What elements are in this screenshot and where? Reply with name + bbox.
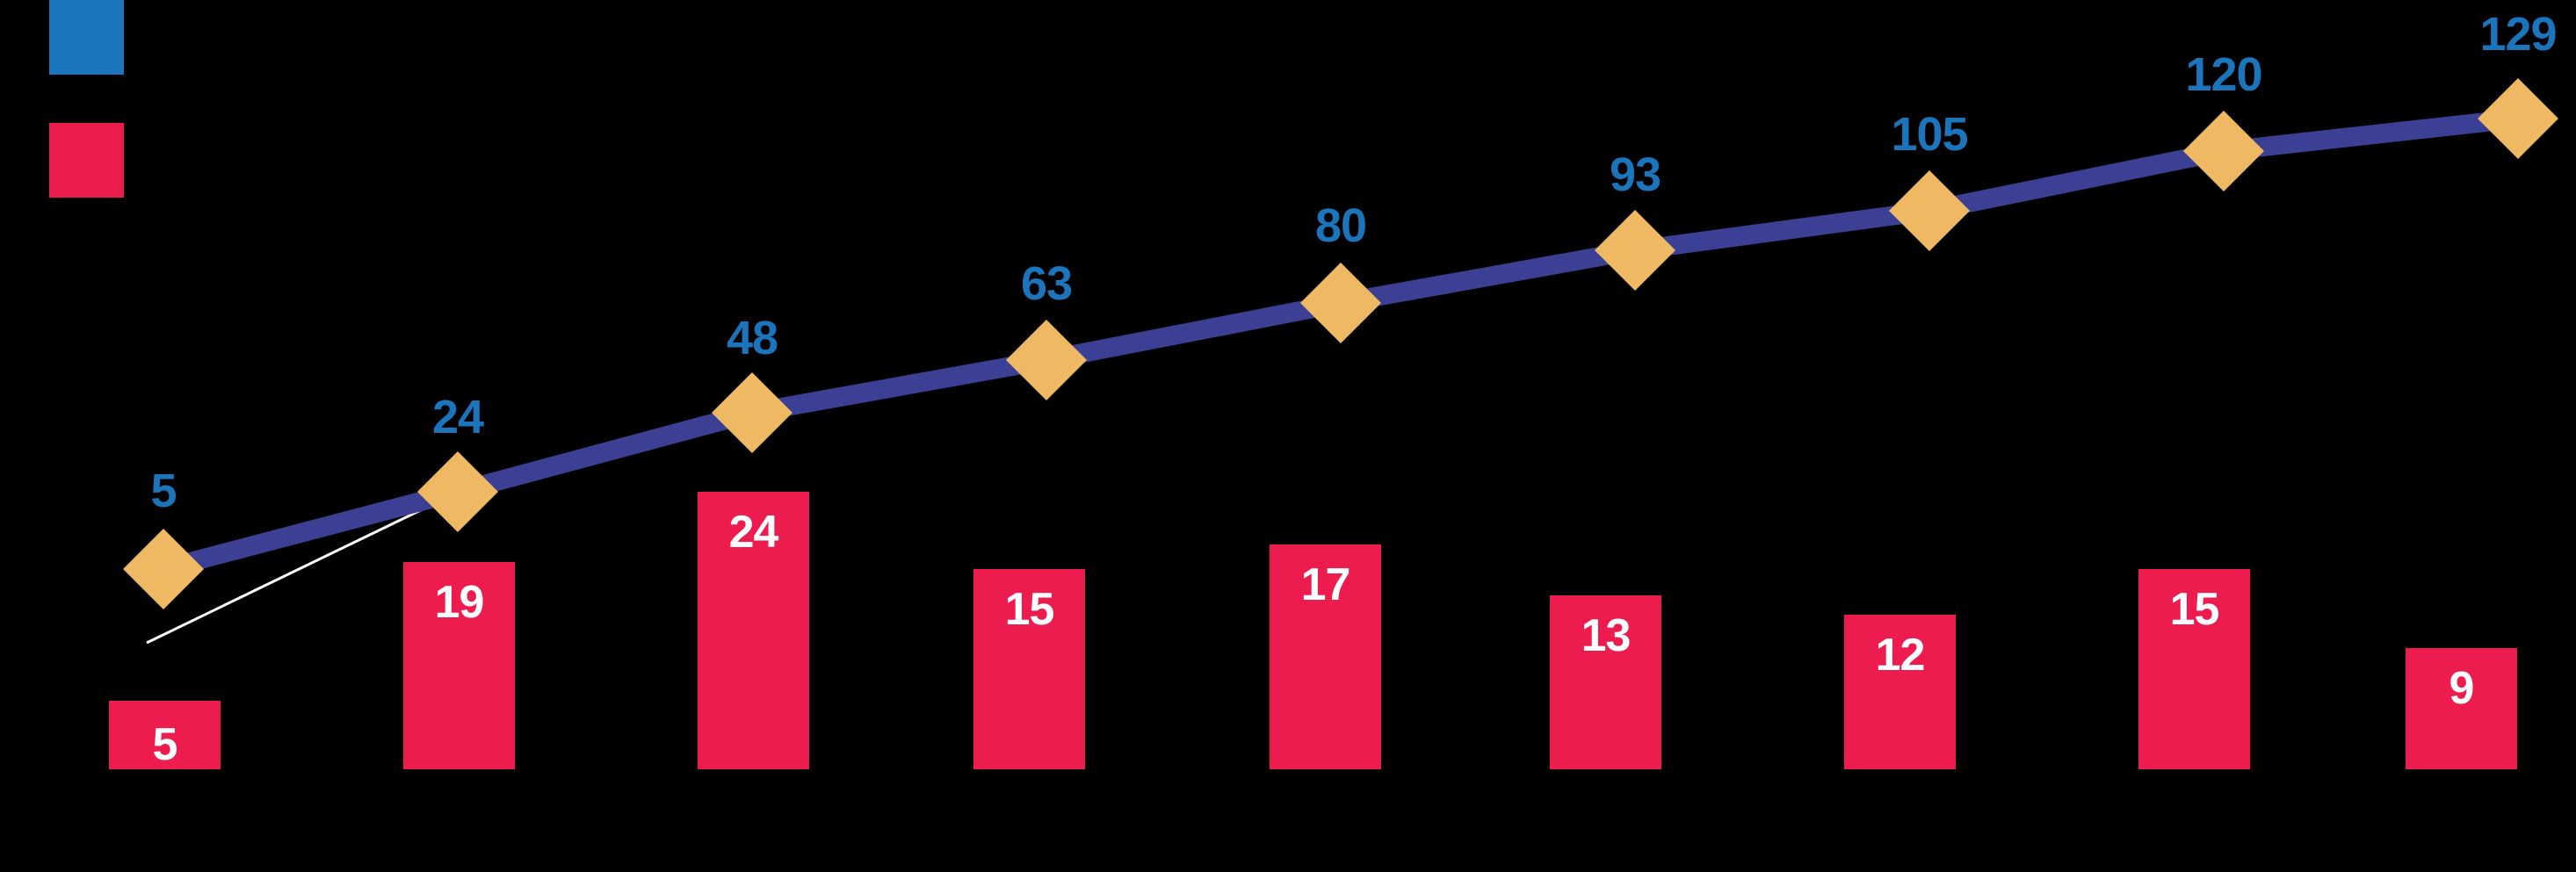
bar-value-label: 24: [728, 507, 779, 558]
bar-value-label: 12: [1875, 630, 1926, 681]
bar[interactable]: [1270, 544, 1381, 769]
line-marker-diamond[interactable]: [1889, 170, 1970, 251]
bar-series-group: [109, 492, 2517, 769]
leader-line: [146, 490, 459, 645]
bar[interactable]: [698, 492, 809, 769]
bar-value-label: 15: [2169, 584, 2220, 635]
bar[interactable]: [1550, 595, 1661, 769]
bar-value-label: 13: [1581, 610, 1632, 661]
line-value-label: 63: [1020, 257, 1073, 310]
line-marker-diamond[interactable]: [712, 372, 792, 453]
line-marker-diamond[interactable]: [2478, 78, 2558, 159]
legend-swatch-line-series[interactable]: [49, 0, 124, 75]
legend-swatch-bar-series[interactable]: [49, 123, 124, 198]
line-marker-diamond[interactable]: [1595, 210, 1675, 291]
line-marker-diamond[interactable]: [1300, 263, 1381, 343]
bar-value-label: 5: [152, 719, 178, 770]
bar-value-label: 17: [1300, 559, 1351, 610]
line-marker-diamond[interactable]: [1006, 320, 1087, 400]
bar[interactable]: [403, 562, 515, 769]
bar-value-label: 19: [434, 577, 485, 628]
line-value-label: 80: [1314, 199, 1367, 252]
line-value-label: 129: [2479, 8, 2557, 61]
line-value-label: 48: [726, 312, 778, 364]
line-value-label: 5: [150, 465, 177, 517]
line-value-label: 105: [1891, 108, 1968, 161]
bar[interactable]: [1844, 615, 1956, 769]
leader-line-group: [146, 490, 459, 645]
line-marker-diamond[interactable]: [123, 529, 204, 609]
line-value-label: 93: [1609, 148, 1661, 201]
bar-value-label: 9: [2449, 663, 2475, 714]
bar[interactable]: [2406, 648, 2517, 769]
line-marker-group: [123, 78, 2558, 609]
bar[interactable]: [2138, 569, 2250, 769]
line-marker-diamond[interactable]: [2183, 111, 2264, 191]
line-series-group: [154, 109, 2528, 579]
line-value-label: 120: [2185, 48, 2262, 101]
bar[interactable]: [973, 569, 1085, 769]
bar-value-label: 15: [1004, 584, 1055, 635]
line-marker-diamond[interactable]: [417, 451, 498, 532]
bar[interactable]: [109, 701, 221, 769]
line-value-label: 24: [431, 391, 484, 443]
trend-line[interactable]: [154, 109, 2528, 579]
